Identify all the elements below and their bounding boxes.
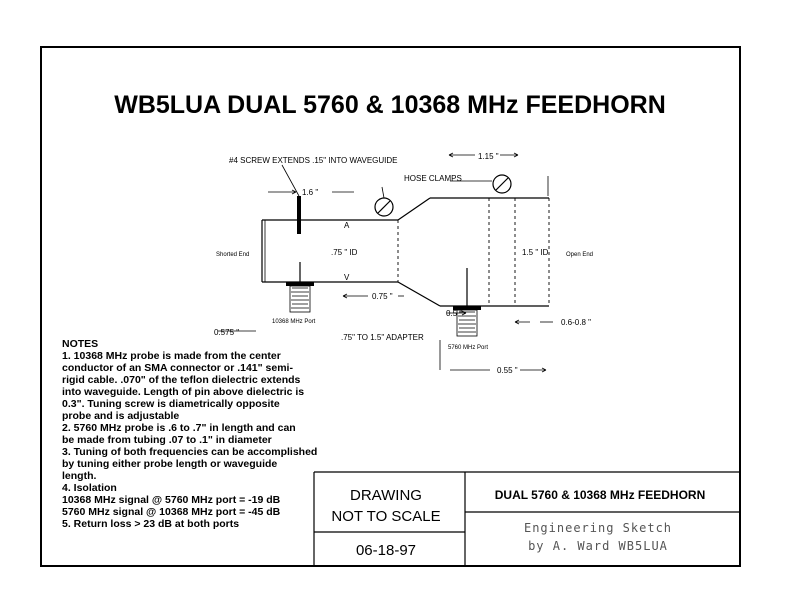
tuning-screw bbox=[297, 196, 301, 234]
note-line: into waveguide. Length of pin above diel… bbox=[62, 386, 304, 398]
shorted-end-label: Shorted End bbox=[216, 252, 249, 258]
probe-5760 bbox=[453, 268, 481, 337]
note-line: length. bbox=[62, 470, 96, 482]
dimension-range: 0.6-0.8 " bbox=[561, 318, 591, 327]
title-block: DRAWING NOT TO SCALE 06-18-97 DUAL 5760 … bbox=[313, 455, 741, 566]
screw-label: #4 SCREW EXTENDS .15" INTO WAVEGUIDE bbox=[229, 156, 398, 165]
drawing-date: 06-18-97 bbox=[356, 542, 416, 559]
hose-clamp-icon bbox=[374, 197, 394, 217]
mark-v: V bbox=[344, 273, 350, 282]
large-waveguide-id: 1.5 " ID bbox=[522, 248, 549, 257]
dimension-1-6: 1.6 " bbox=[302, 188, 318, 197]
note-line: 3. Tuning of both frequencies can be acc… bbox=[62, 446, 317, 458]
feedhorn-diagram: #4 SCREW EXTENDS .15" INTO WAVEGUIDE HOS… bbox=[214, 152, 593, 375]
port-5760-label: 5760 MHz Port bbox=[448, 345, 488, 351]
note-line: 2. 5760 MHz probe is .6 to .7" in length… bbox=[62, 422, 296, 434]
page-title: WB5LUA DUAL 5760 & 10368 MHz FEEDHORN bbox=[114, 91, 666, 119]
dimension-0-55: 0.55 " bbox=[497, 366, 518, 375]
note-line: rigid cable. .070" of the teflon dielect… bbox=[62, 374, 301, 386]
dimension-0-575: 0.575 " bbox=[214, 328, 239, 337]
dimension-0-75: 0.75 " bbox=[372, 292, 393, 301]
drawing-label: DRAWING bbox=[350, 487, 422, 504]
sketch-line-2: by A. Ward WB5LUA bbox=[528, 539, 668, 553]
dimension-0-5: 0.5 " bbox=[446, 309, 462, 318]
not-to-scale-label: NOT TO SCALE bbox=[331, 508, 440, 525]
block-title: DUAL 5760 & 10368 MHz FEEDHORN bbox=[495, 488, 706, 502]
note-line: probe and is adjustable bbox=[62, 410, 179, 422]
open-end-label: Open End bbox=[566, 252, 593, 258]
note-line: by tuning either probe length or wavegui… bbox=[62, 458, 277, 470]
note-line: be made from tubing .07 to .1" in diamet… bbox=[62, 434, 272, 446]
notes-heading: NOTES bbox=[62, 338, 98, 350]
notes-section: NOTES 1. 10368 MHz probe is made from th… bbox=[62, 338, 317, 530]
sketch-line-1: Engineering Sketch bbox=[524, 521, 672, 535]
border-frame bbox=[40, 46, 741, 567]
small-waveguide-id: .75 " ID bbox=[331, 248, 358, 257]
mark-a: A bbox=[344, 221, 350, 230]
dimension-1-15: 1.15 " bbox=[478, 152, 499, 161]
port-10368-label: 10368 MHz Port bbox=[272, 319, 316, 325]
note-line: 0.3". Tuning screw is diametrically oppo… bbox=[62, 398, 280, 410]
hose-clamp-icon bbox=[492, 174, 512, 194]
note-line: 4. Isolation bbox=[62, 482, 117, 494]
note-line: 5. Return loss > 23 dB at both ports bbox=[62, 518, 239, 530]
probe-10368 bbox=[286, 262, 314, 313]
note-line: 1. 10368 MHz probe is made from the cent… bbox=[62, 350, 281, 362]
hose-clamps-label: HOSE CLAMPS bbox=[404, 174, 462, 183]
note-line: 10368 MHz signal @ 5760 MHz port = -19 d… bbox=[62, 494, 281, 506]
adapter-label: .75" TO 1.5" ADAPTER bbox=[341, 333, 424, 342]
note-line: 5760 MHz signal @ 10368 MHz port = -45 d… bbox=[62, 506, 281, 518]
note-line: conductor of an SMA connector or .141" s… bbox=[62, 362, 293, 374]
